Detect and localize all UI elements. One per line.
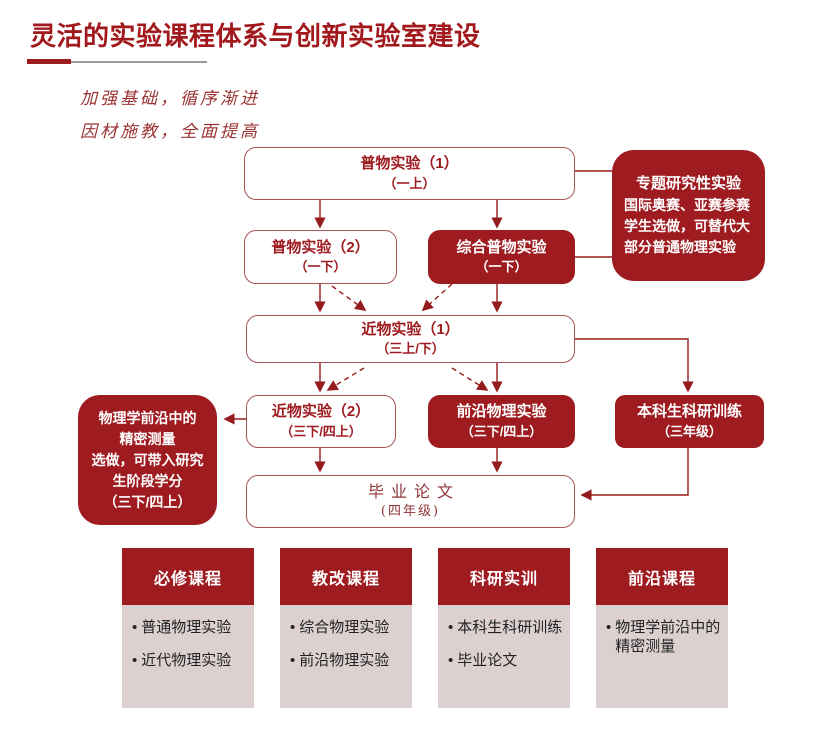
title-underline-thick bbox=[27, 59, 71, 64]
column-body: • 普通物理实验 • 近代物理实验 bbox=[122, 605, 254, 708]
node-subtitle: (四年级) bbox=[380, 504, 441, 520]
node-modern-physics-exp-1: 近物实验（1） （三上/下） bbox=[246, 315, 575, 363]
node-frontier-physics-exp: 前沿物理实验 （三下/四上） bbox=[428, 395, 575, 448]
page-title: 灵活的实验课程体系与创新实验室建设 bbox=[30, 21, 481, 51]
list-item: • 综合物理实验 bbox=[290, 618, 406, 637]
motto-line-1: 加强基础，循序渐进 bbox=[80, 89, 260, 109]
column-body: • 本科生科研训练 • 毕业论文 bbox=[438, 605, 570, 708]
node-text-line: 选做，可带入研究 bbox=[91, 451, 204, 468]
arrow-jw1-to-benke bbox=[575, 338, 694, 393]
dashed-arrow-pw2-to-jw1 bbox=[331, 285, 367, 311]
list-item: • 近代物理实验 bbox=[132, 651, 248, 670]
bullet-icon: • bbox=[290, 619, 296, 636]
list-item: • 物理学前沿中的精密测量 bbox=[606, 618, 722, 656]
dashed-arrow-jw1-to-jw2 bbox=[326, 367, 365, 391]
bullet-icon: • bbox=[132, 619, 138, 636]
column-body: • 综合物理实验 • 前沿物理实验 bbox=[280, 605, 412, 708]
node-graduation-thesis: 毕业论文 (四年级) bbox=[246, 475, 575, 528]
list-item-label: 毕业论文 bbox=[457, 652, 518, 669]
node-text-line: 部分普通物理实验 bbox=[624, 239, 736, 256]
node-text-line: 学生选做，可替代大 bbox=[624, 218, 750, 235]
bullet-icon: • bbox=[290, 652, 296, 669]
node-title: 毕业论文 bbox=[367, 482, 460, 502]
node-subtitle: （三年级） bbox=[656, 423, 722, 439]
list-item-label: 物理学前沿中的精密测量 bbox=[615, 619, 721, 655]
node-subtitle: （一下） bbox=[294, 259, 347, 275]
node-comprehensive-general-physics-exp: 综合普物实验 （一下） bbox=[428, 230, 575, 284]
bullet-icon: • bbox=[448, 619, 454, 636]
node-text-line: 国际奥赛、亚赛参赛 bbox=[624, 197, 750, 214]
node-undergrad-research-training: 本科生科研训练 （三年级） bbox=[615, 395, 764, 448]
list-item: • 毕业论文 bbox=[448, 651, 564, 670]
node-topic-research-exp: 专题研究性实验 国际奥赛、亚赛参赛 学生选做，可替代大 部分普通物理实验 bbox=[612, 150, 765, 281]
course-column-required: 必修课程 • 普通物理实验 • 近代物理实验 bbox=[122, 548, 254, 708]
list-item: • 普通物理实验 bbox=[132, 618, 248, 637]
motto-line-2: 因材施教，全面提高 bbox=[80, 122, 260, 142]
list-item: • 本科生科研训练 bbox=[448, 618, 564, 637]
node-title: 综合普物实验 bbox=[456, 238, 547, 256]
node-text-line: 生阶段学分 bbox=[112, 472, 183, 489]
bullet-icon: • bbox=[606, 619, 612, 636]
bullet-icon: • bbox=[448, 652, 454, 669]
course-column-frontier: 前沿课程 • 物理学前沿中的精密测量 bbox=[596, 548, 728, 708]
bullet-icon: • bbox=[132, 652, 138, 669]
arrow-benke-to-biye bbox=[580, 448, 689, 501]
node-title: 普物实验（1） bbox=[360, 155, 459, 172]
course-column-reform: 教改课程 • 综合物理实验 • 前沿物理实验 bbox=[280, 548, 412, 708]
list-item-label: 本科生科研训练 bbox=[457, 619, 563, 636]
column-body: • 物理学前沿中的精密测量 bbox=[596, 605, 728, 708]
node-general-physics-exp-2: 普物实验（2） （一下） bbox=[244, 230, 397, 284]
column-header: 科研实训 bbox=[438, 548, 570, 605]
title-underline-thin bbox=[27, 61, 207, 63]
list-item-label: 近代物理实验 bbox=[141, 652, 232, 669]
node-subtitle: （三下/四上） bbox=[280, 423, 362, 439]
dashed-arrow-zonghe-to-jw1 bbox=[421, 283, 453, 312]
node-title: 专题研究性实验 bbox=[635, 174, 741, 192]
list-item-label: 综合物理实验 bbox=[299, 619, 390, 636]
course-column-research-practice: 科研实训 • 本科生科研训练 • 毕业论文 bbox=[438, 548, 570, 708]
node-modern-physics-exp-2: 近物实验（2） （三下/四上） bbox=[246, 395, 396, 448]
column-header: 教改课程 bbox=[280, 548, 412, 605]
node-title: 前沿物理实验 bbox=[456, 403, 547, 420]
node-text-line: 精密测量 bbox=[119, 430, 176, 447]
node-title: 本科生科研训练 bbox=[636, 403, 742, 420]
column-header: 前沿课程 bbox=[596, 548, 728, 605]
node-general-physics-exp-1: 普物实验（1） （一上） bbox=[244, 147, 575, 200]
list-item-label: 普通物理实验 bbox=[141, 619, 232, 636]
dashed-arrow-jw1-to-qianyan bbox=[451, 367, 489, 391]
node-title: 近物实验（2） bbox=[271, 403, 371, 420]
node-title: 近物实验（1） bbox=[361, 320, 460, 338]
node-subtitle: （三下/四上） bbox=[460, 423, 543, 439]
node-subtitle: （三上/下） bbox=[376, 341, 445, 357]
column-header: 必修课程 bbox=[122, 548, 254, 605]
node-title: 普物实验（2） bbox=[271, 238, 370, 256]
node-subtitle: （一上） bbox=[383, 175, 436, 191]
node-subtitle: （一下） bbox=[475, 259, 528, 275]
list-item: • 前沿物理实验 bbox=[290, 651, 406, 670]
node-text-line: 物理学前沿中的 bbox=[98, 409, 197, 426]
list-item-label: 前沿物理实验 bbox=[299, 652, 390, 669]
node-text-line: （三下/四上） bbox=[103, 493, 192, 510]
node-precision-measurement-frontier: 物理学前沿中的 精密测量 选做，可带入研究 生阶段学分 （三下/四上） bbox=[78, 395, 217, 525]
